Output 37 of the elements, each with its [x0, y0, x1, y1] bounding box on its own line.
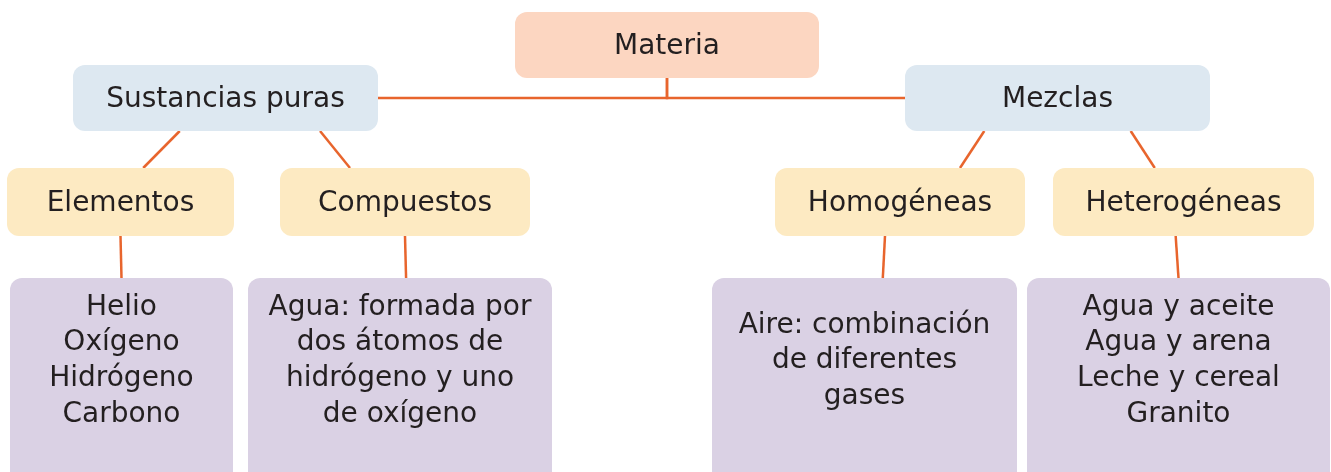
example-text: Aire: combinación de diferentes gases [737, 305, 992, 413]
example-text: Carbono [62, 394, 181, 431]
example-text: Agua: formada por dos átomos de hidrógeno y uno de oxígeno [267, 287, 533, 431]
category-box [1053, 168, 1314, 236]
category-label: Mezclas [1002, 80, 1113, 116]
connector-line [319, 130, 351, 169]
connector-line [119, 235, 123, 279]
category-box [905, 65, 1210, 131]
connector-line [958, 130, 986, 169]
example-text: Granito [1126, 394, 1231, 431]
example-card [712, 278, 1017, 472]
connector-line [1129, 130, 1156, 169]
example-card [1027, 278, 1330, 472]
connector-line [881, 235, 887, 279]
category-box [515, 12, 819, 78]
example-text: Agua y arena [1085, 323, 1272, 359]
category-box [775, 168, 1025, 236]
connector-line [142, 130, 181, 169]
example-card [248, 278, 552, 472]
example-card [10, 278, 233, 472]
connector-line [665, 78, 905, 100]
category-box [73, 65, 378, 131]
category-label: Elementos [46, 184, 195, 220]
example-text: Oxígeno [63, 323, 180, 359]
category-label: Heterogéneas [1085, 184, 1282, 220]
category-box [7, 168, 234, 236]
example-text: Hidrógeno [49, 359, 194, 395]
category-box [280, 168, 530, 236]
example-text: Leche y cereal [1077, 359, 1280, 395]
category-label: Sustancias puras [106, 80, 345, 116]
example-text: Helio [86, 287, 157, 324]
category-label: Materia [614, 27, 720, 63]
connector-line [403, 235, 408, 279]
connector-line [1174, 235, 1180, 279]
example-text: Agua y aceite [1082, 287, 1275, 324]
category-label: Homogéneas [807, 184, 993, 220]
category-label: Compuestos [318, 184, 492, 220]
